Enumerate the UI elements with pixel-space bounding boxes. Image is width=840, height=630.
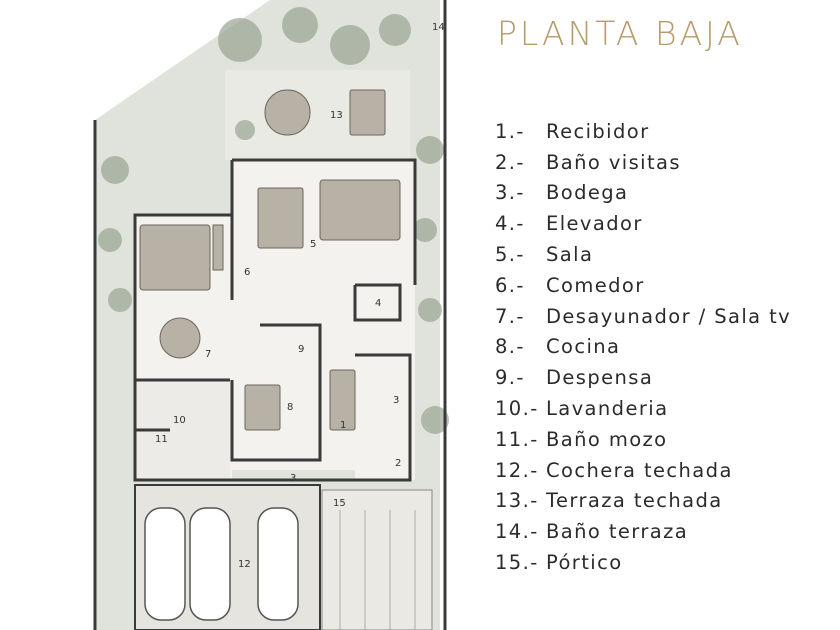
legend-number: 6.- (495, 273, 525, 297)
legend-room-name: Lavanderia (546, 397, 669, 421)
legend-number: 15.- (495, 551, 539, 575)
legend-room-name: Desayunador / Sala tv (546, 304, 792, 328)
legend-room-name: Comedor (546, 273, 645, 297)
legend-item: 11.- Baño mozo (495, 424, 791, 455)
legend-room-name: Cocina (546, 335, 621, 359)
plan-label-13: 13 (330, 110, 343, 121)
legend-item: 12.- Cochera techada (495, 455, 791, 486)
plan-label-3: 3 (393, 395, 399, 406)
plan-label-7: 7 (205, 349, 211, 360)
legend-item: 4.- Elevador (495, 208, 791, 239)
car (189, 507, 231, 621)
legend-number: 10.- (495, 397, 539, 421)
plan-label-15: 15 (333, 498, 346, 509)
plan-label-3b: 3 (290, 473, 296, 484)
plan-label-4: 4 (375, 298, 381, 309)
legend-item: 7.- Desayunador / Sala tv (495, 301, 791, 332)
car (144, 507, 186, 621)
legend-room-name: Despensa (546, 366, 654, 390)
legend-number: 7.- (495, 304, 525, 328)
legend-room-name: Pórtico (546, 551, 623, 575)
plan-label-10: 10 (173, 415, 186, 426)
room-number-labels: 1 2 3 3 4 5 6 7 8 9 10 11 12 13 14 15 (155, 22, 445, 570)
plan-label-14: 14 (432, 22, 445, 33)
legend-number: 14.- (495, 520, 539, 544)
plan-label-2: 2 (395, 458, 401, 469)
legend-item: 14.- Baño terraza (495, 516, 791, 547)
legend-room-name: Baño mozo (546, 427, 668, 451)
plan-label-9: 9 (298, 344, 304, 355)
legend-room-name: Cochera techada (546, 458, 733, 482)
legend-item: 6.- Comedor (495, 270, 791, 301)
furniture (139, 89, 401, 431)
legend-room-name: Baño visitas (546, 150, 681, 174)
legend-item: 13.- Terraza techada (495, 486, 791, 517)
car (257, 507, 299, 621)
page-title: PLANTA BAJA (497, 14, 743, 53)
walls (133, 158, 417, 482)
legend-item: 9.- Despensa (495, 362, 791, 393)
legend-number: 11.- (495, 427, 539, 451)
legend-item: 3.- Bodega (495, 178, 791, 209)
legend-item: 2.- Baño visitas (495, 147, 791, 178)
legend-item: 5.- Sala (495, 239, 791, 270)
legend-room-name: Baño terraza (546, 520, 689, 544)
legend-item: 10.- Lavanderia (495, 393, 791, 424)
plan-label-11: 11 (155, 434, 168, 445)
legend-number: 3.- (495, 181, 525, 205)
legend-number: 9.- (495, 366, 525, 390)
plan-label-12: 12 (238, 559, 251, 570)
legend-number: 8.- (495, 335, 525, 359)
garage (134, 484, 321, 630)
plan-label-6: 6 (244, 267, 250, 278)
legend-number: 5.- (495, 243, 525, 267)
legend-number: 13.- (495, 489, 539, 513)
legend-number: 2.- (495, 150, 525, 174)
legend-room-name: Terraza techada (546, 489, 723, 513)
legend-item: 1.- Recibidor (495, 116, 791, 147)
legend-number: 4.- (495, 212, 525, 236)
room-legend: 1.- Recibidor 2.- Baño visitas 3.- Bodega 4… (495, 116, 791, 578)
legend-room-name: Elevador (546, 212, 643, 236)
legend-item: 8.- Cocina (495, 332, 791, 363)
legend-number: 1.- (495, 119, 525, 143)
plan-label-1: 1 (340, 420, 346, 431)
plan-label-5: 5 (310, 239, 316, 250)
legend-number: 12.- (495, 458, 539, 482)
legend-room-name: Bodega (546, 181, 629, 205)
legend-room-name: Recibidor (546, 119, 650, 143)
legend-room-name: Sala (546, 243, 594, 267)
driveway-lines (339, 510, 416, 630)
legend-item: 15.- Pórtico (495, 547, 791, 578)
floor-plan: 1 2 3 3 4 5 6 7 8 9 10 11 12 13 14 15 (93, 0, 449, 630)
plan-label-8: 8 (287, 402, 293, 413)
